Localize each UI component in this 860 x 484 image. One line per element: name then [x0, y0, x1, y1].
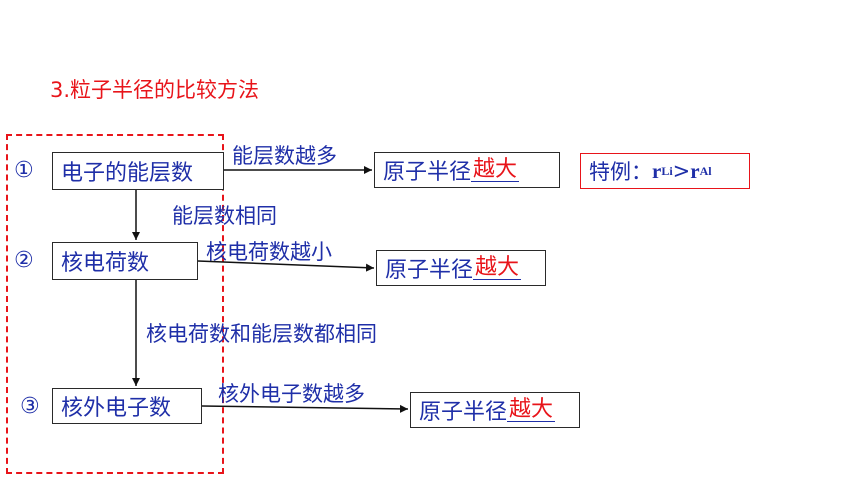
connector-1-2-label: 能层数相同	[172, 204, 277, 228]
step-3-result-box: 原子半径越大	[410, 392, 580, 428]
special-case-r1-sub: Li	[661, 163, 673, 178]
arrow-step-3-to-result	[201, 404, 409, 413]
step-2-number: ②	[14, 248, 34, 273]
step-1-result-box: 原子半径越大	[374, 152, 560, 188]
step-3-box: 核外电子数	[52, 388, 202, 424]
step-2-label: 核电荷数	[61, 251, 150, 276]
special-case-relation: >	[672, 159, 691, 183]
step-1-result-prefix: 原子半径	[383, 160, 472, 185]
arrow-step-2-to-result	[197, 260, 375, 272]
step-2-box: 核电荷数	[52, 242, 198, 280]
step-1-number: ①	[14, 158, 34, 183]
step-2-result-fill: 越大	[473, 254, 522, 281]
step-1-box: 电子的能层数	[52, 152, 224, 190]
step-1-result-fill: 越大	[471, 156, 520, 183]
special-case-r2-sub: Al	[699, 163, 712, 178]
step-3-number: ③	[20, 394, 40, 419]
step-3-result-fill: 越大	[507, 396, 556, 423]
step-1-label: 电子的能层数	[61, 161, 194, 186]
dashed-group-frame	[6, 134, 224, 474]
special-case-label: 特例：	[589, 160, 652, 184]
step-3-label: 核外电子数	[61, 396, 172, 421]
page-title: 3.粒子半径的比较方法	[50, 78, 260, 102]
step-1-condition: 能层数越多	[232, 144, 337, 168]
connector-2-3-label: 核电荷数和能层数都相同	[146, 322, 377, 346]
step-3-result-prefix: 原子半径	[419, 400, 508, 425]
step-2-result-prefix: 原子半径	[385, 258, 474, 283]
step-2-condition: 核电荷数越小	[206, 240, 332, 264]
special-case-r1: r	[652, 158, 662, 183]
step-3-condition: 核外电子数越多	[218, 382, 365, 406]
special-case-r2: r	[690, 158, 700, 183]
step-2-result-box: 原子半径越大	[376, 250, 546, 286]
